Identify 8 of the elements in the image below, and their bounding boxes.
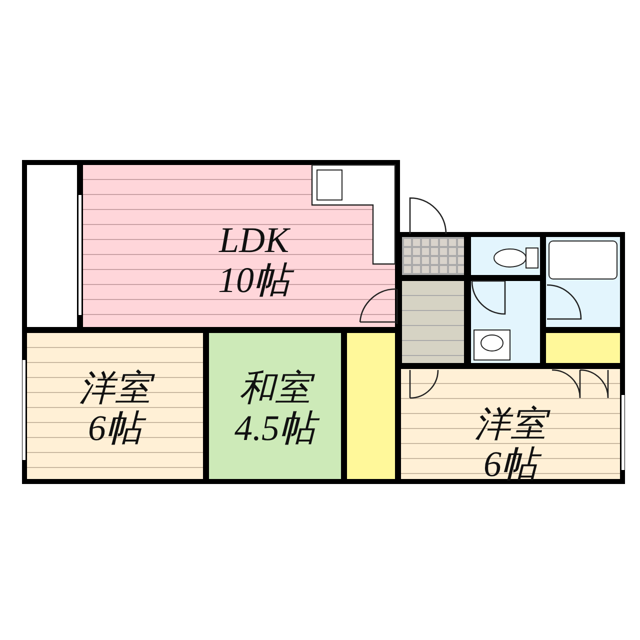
room-size: 6帖	[27, 408, 203, 448]
room-size: 10帖	[113, 260, 395, 300]
room-name: 洋室	[401, 404, 620, 444]
room-name: 洋室	[27, 368, 203, 408]
room-size: 4.5帖	[209, 408, 341, 448]
room-name: 和室	[209, 368, 341, 408]
room-size: 6帖	[401, 444, 620, 484]
room-name: LDK	[218, 220, 292, 260]
